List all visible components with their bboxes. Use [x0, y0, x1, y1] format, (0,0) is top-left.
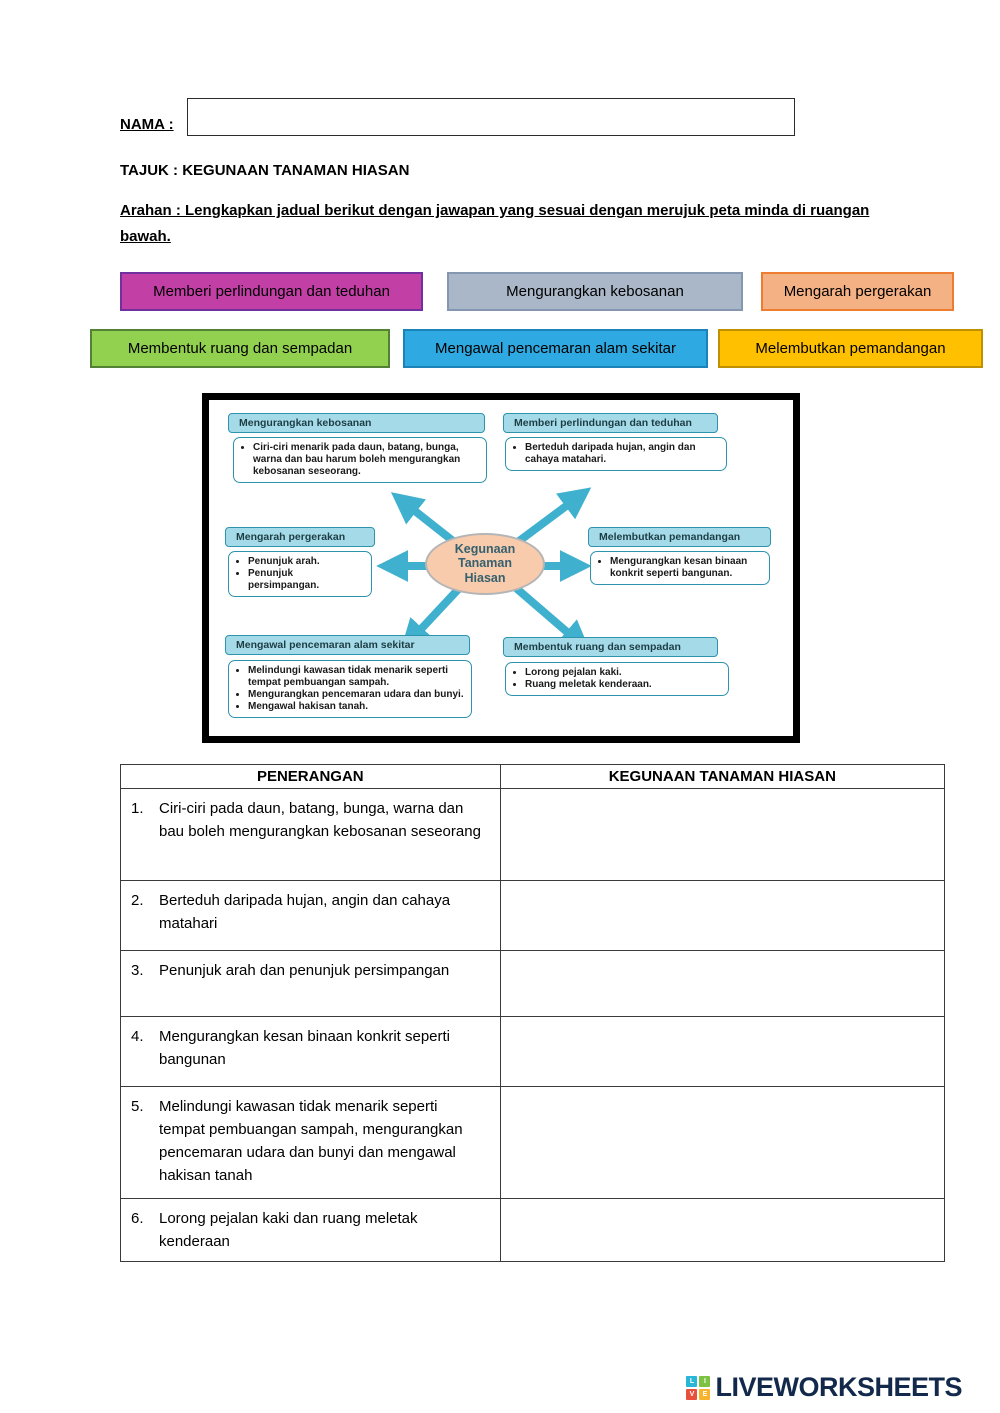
answer-cell-1[interactable]	[499, 787, 946, 881]
mindmap-branch-1-title: Mengurangkan kebosanan	[228, 412, 485, 433]
row-question: Melindungi kawasan tidak menarik seperti…	[159, 1097, 463, 1185]
name-input[interactable]	[186, 98, 795, 136]
instructions-text: Arahan : Lengkapkan jadual berikut denga…	[120, 202, 870, 246]
answer-chip-memberi-perlindungan[interactable]: Memberi perlindungan dan teduhan	[120, 271, 423, 311]
row-question: Mengurangkan kesan binaan konkrit sepert…	[159, 1027, 451, 1068]
table-header-penerangan: PENERANGAN	[120, 763, 501, 789]
mindmap-branch-3-title: Mengarah pergerakan	[225, 526, 375, 547]
logo-square: E	[699, 1388, 711, 1400]
table-row: 3. Penunjuk arah dan penunjuk persimpanga…	[120, 949, 946, 1017]
table-header-kegunaan: KEGUNAAN TANAMAN HIASAN	[499, 763, 946, 789]
row-question: Berteduh daripada hujan, angin dan cahay…	[159, 891, 451, 932]
answer-cell-2[interactable]	[499, 879, 946, 951]
mindmap-bullet: Lorong pejalan kaki.	[525, 667, 723, 679]
worksheet-title: TAJUK : KEGUNAAN TANAMAN HIASAN	[120, 162, 410, 179]
logo-square: V	[686, 1388, 698, 1400]
table-row: 2. Berteduh daripada hujan, angin dan cah…	[120, 879, 946, 951]
mindmap-branch-6-box: Lorong pejalan kaki. Ruang meletak kende…	[505, 661, 729, 696]
mindmap-branch-4-title: Melembutkan pemandangan	[588, 526, 771, 547]
mindmap-branch-3-box: Penunjuk arah. Penunjuk persimpangan.	[228, 550, 372, 598]
mindmap-bullet: Ciri-ciri menarik pada daun, batang, bun…	[253, 442, 481, 479]
mindmap-center-label: Kegunaan Tanaman Hiasan	[454, 541, 516, 585]
question-table: PENERANGAN KEGUNAAN TANAMAN HIASAN 1. Cir…	[120, 763, 946, 1263]
row-number: 6.	[131, 1209, 144, 1227]
mindmap-branch-2-box: Berteduh daripada hujan, angin dan cahay…	[505, 436, 727, 471]
answer-chip-membentuk-ruang[interactable]: Membentuk ruang dan sempadan	[90, 328, 390, 368]
row-number: 4.	[131, 1027, 144, 1045]
mindmap-image: Mengurangkan kebosanan Ciri-ciri menarik…	[202, 392, 800, 743]
logo-square: L	[686, 1375, 698, 1387]
answer-cell-6[interactable]	[499, 1197, 946, 1262]
answer-cell-4[interactable]	[499, 1015, 946, 1087]
answer-chip-mengawal-pencemaran[interactable]: Mengawal pencemaran alam sekitar	[403, 328, 708, 368]
mindmap-center-node: Kegunaan Tanaman Hiasan	[425, 532, 545, 595]
mindmap-bullet: Mengawal hakisan tanah.	[248, 701, 466, 713]
row-number: 3.	[131, 961, 144, 979]
mindmap-bullet: Mengurangkan pencemaran udara dan bunyi.	[248, 689, 466, 701]
answer-chip-mengurangkan-kebosanan[interactable]: Mengurangkan kebosanan	[447, 271, 743, 311]
mindmap-branch-5-box: Melindungi kawasan tidak menarik seperti…	[228, 659, 472, 719]
table-row: 6. Lorong pejalan kaki dan ruang meletak …	[120, 1197, 946, 1262]
mindmap-bullet: Melindungi kawasan tidak menarik seperti…	[248, 665, 466, 689]
row-number: 1.	[131, 799, 144, 817]
liveworksheets-brand-text: LIVEWORKSHEETS	[715, 1372, 962, 1402]
table-row: 4. Mengurangkan kesan binaan konkrit sepe…	[120, 1015, 946, 1087]
liveworksheets-footer: L I V E LIVEWORKSHEETS	[686, 1372, 962, 1403]
mindmap-branch-2-title: Memberi perlindungan dan teduhan	[503, 412, 718, 433]
worksheet-page: NAMA : TAJUK : KEGUNAAN TANAMAN HIASAN A…	[0, 0, 1000, 1262]
table-row: 5. Melindungi kawasan tidak menarik seper…	[120, 1085, 946, 1199]
table-row: 1. Ciri-ciri pada daun, batang, bunga, wa…	[120, 787, 946, 881]
mindmap-bullet: Penunjuk arah.	[248, 556, 366, 568]
row-number: 2.	[131, 891, 144, 909]
answer-cell-5[interactable]	[499, 1085, 946, 1199]
name-row: NAMA :	[120, 98, 1000, 136]
mindmap-bullet: Berteduh daripada hujan, angin dan cahay…	[525, 442, 721, 466]
answer-chips-row-2: Membentuk ruang dan sempadan Mengawal pe…	[90, 328, 1000, 368]
mindmap-branch-4-box: Mengurangkan kesan binaan konkrit sepert…	[590, 550, 770, 585]
answer-cell-3[interactable]	[499, 949, 946, 1017]
mindmap-branch-5-title: Mengawal pencemaran alam sekitar	[225, 634, 470, 655]
row-number: 5.	[131, 1097, 144, 1115]
mindmap-bullet: Penunjuk persimpangan.	[248, 568, 366, 592]
row-question: Penunjuk arah dan penunjuk persimpangan	[159, 961, 450, 979]
row-question: Ciri-ciri pada daun, batang, bunga, warn…	[159, 799, 481, 840]
table-header-row: PENERANGAN KEGUNAAN TANAMAN HIASAN	[120, 763, 946, 789]
liveworksheets-logo-icon: L I V E	[686, 1375, 711, 1400]
answer-chips-row-1: Memberi perlindungan dan teduhan Mengura…	[120, 271, 1000, 311]
mindmap-branch-6-title: Membentuk ruang dan sempadan	[503, 636, 718, 657]
mindmap-bullet: Ruang meletak kenderaan.	[525, 679, 723, 691]
mindmap-bullet: Mengurangkan kesan binaan konkrit sepert…	[610, 556, 764, 580]
mindmap-branch-1-box: Ciri-ciri menarik pada daun, batang, bun…	[233, 436, 487, 484]
logo-square: I	[699, 1375, 711, 1387]
name-label: NAMA :	[120, 115, 174, 133]
row-question: Lorong pejalan kaki dan ruang meletak ke…	[159, 1209, 418, 1250]
answer-chip-mengarah-pergerakan[interactable]: Mengarah pergerakan	[761, 271, 954, 311]
answer-chip-melembutkan-pemandangan[interactable]: Melembutkan pemandangan	[718, 328, 983, 368]
